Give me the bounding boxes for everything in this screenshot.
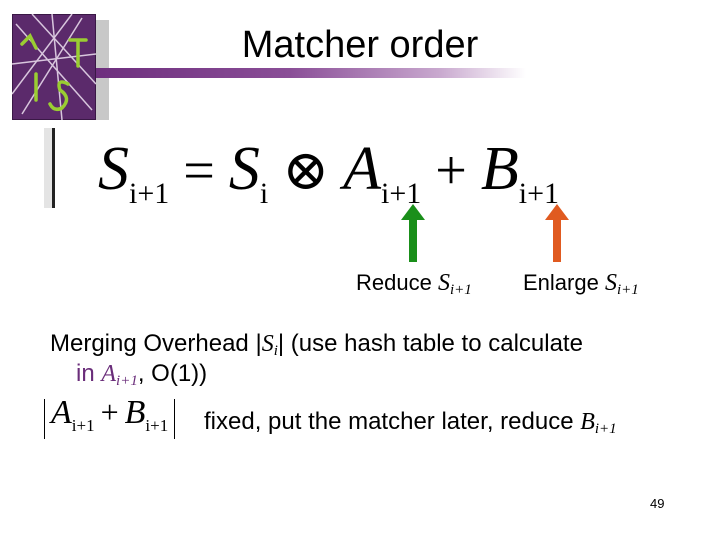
page-number: 49: [650, 496, 665, 511]
left-rule: [52, 128, 55, 208]
eq-lhs-sub: i+1: [129, 177, 170, 210]
matcher-later-line: fixed, put the matcher later, reduce Bi+…: [204, 408, 617, 437]
reduce-label: Reduce Si+1: [356, 270, 472, 298]
merging-overhead-line: Merging Overhead |Si| (use hash table to…: [50, 330, 583, 359]
left-rule-shade: [44, 128, 52, 208]
abs-sum-expression: Ai+1+Bi+1: [38, 394, 181, 444]
enlarge-label: Enlarge Si+1: [523, 270, 639, 298]
eq-lhs-var: S: [98, 135, 129, 203]
hash-table-line: in Ai+1, O(1)): [76, 360, 208, 389]
title-underline-bar: [96, 68, 526, 78]
main-equation: Si+1 = Si ⊗ Ai+1 + Bi+1: [98, 134, 559, 214]
eq-t1-var: S: [228, 135, 260, 203]
eq-plus: +: [435, 140, 467, 202]
slide-title: Matcher order: [241, 24, 479, 66]
logo-icon: [12, 14, 96, 120]
eq-t1-sub: i: [259, 177, 269, 210]
eq-otimes: ⊗: [282, 140, 330, 202]
eq-t2-var: A: [343, 135, 381, 203]
eq-t3-var: B: [480, 135, 519, 203]
eq-equals: =: [183, 140, 215, 202]
